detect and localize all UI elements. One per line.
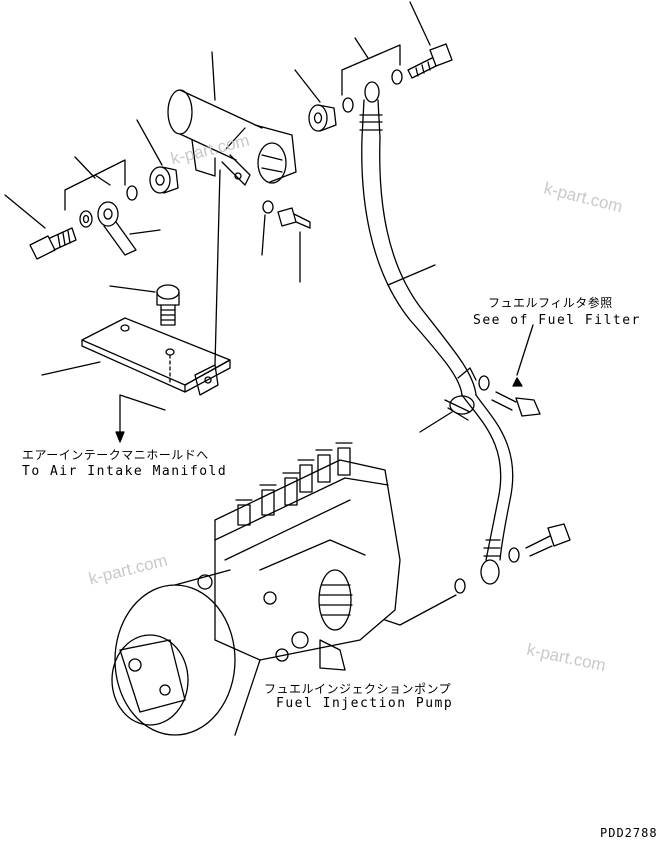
leader-clamp [419,411,453,433]
fuel-hose [359,81,514,585]
leader-air-intake [119,394,166,441]
washer-left-1 [79,210,93,228]
bolt-upper [407,43,453,79]
fuel-injection-pump [111,442,401,736]
mounting-plate [81,317,231,396]
bolt-right-2 [525,523,571,557]
leader-pump-inlet [384,594,457,626]
leader-plate [41,361,101,376]
air-intake-label-en: To Air Intake Manifold [22,464,228,479]
air-heater-body [167,89,297,184]
leader-washer-mid [261,214,266,256]
leader-bolt-left [4,194,46,229]
air-intake-label-jp: エアーインテークマニホールドへ [22,448,209,462]
fuel-filter-label-jp: フュエルフィルタ参照 [488,296,613,310]
pump-label-en: Fuel Injection Pump [276,696,454,711]
leader-eye-joint [129,229,161,235]
washer-lower [454,578,466,594]
governor-housing [111,569,261,736]
washer-upper-2 [391,69,403,85]
leader-connector-nut [136,119,163,166]
leader-heater [211,51,216,101]
leader-washer-group-upper [341,44,401,96]
leader-connector-nut-right [294,69,321,103]
washer-right-1 [478,375,490,391]
heater-bracket [214,154,251,366]
fuel-filter-label-en: See of Fuel Filter [473,313,641,328]
bolt-right-1 [491,391,541,417]
pump-label-jp: フュエルインジェクションポンプ [264,682,452,696]
connector-nut-right [308,104,337,132]
eye-joint [97,201,137,256]
leader-hose [387,264,436,286]
bolt-plate [156,284,180,326]
leader-bolt-plate [109,285,156,293]
washer-mid [262,200,274,214]
leader-washer-group [64,159,126,211]
delivery-valves [235,442,353,526]
bolt-left [29,227,77,260]
feed-pump [318,569,353,671]
washer-upper-1 [342,97,354,113]
washer-left-2 [126,185,138,201]
drawing-code: PDD2788 [600,826,658,840]
connector-nut [149,166,179,194]
hose-clamp [444,367,477,421]
leader-fuel-filter [516,324,534,376]
bolt-mid [277,207,311,229]
leader-bolt-upper [409,1,431,46]
washer-right-2 [508,547,520,563]
